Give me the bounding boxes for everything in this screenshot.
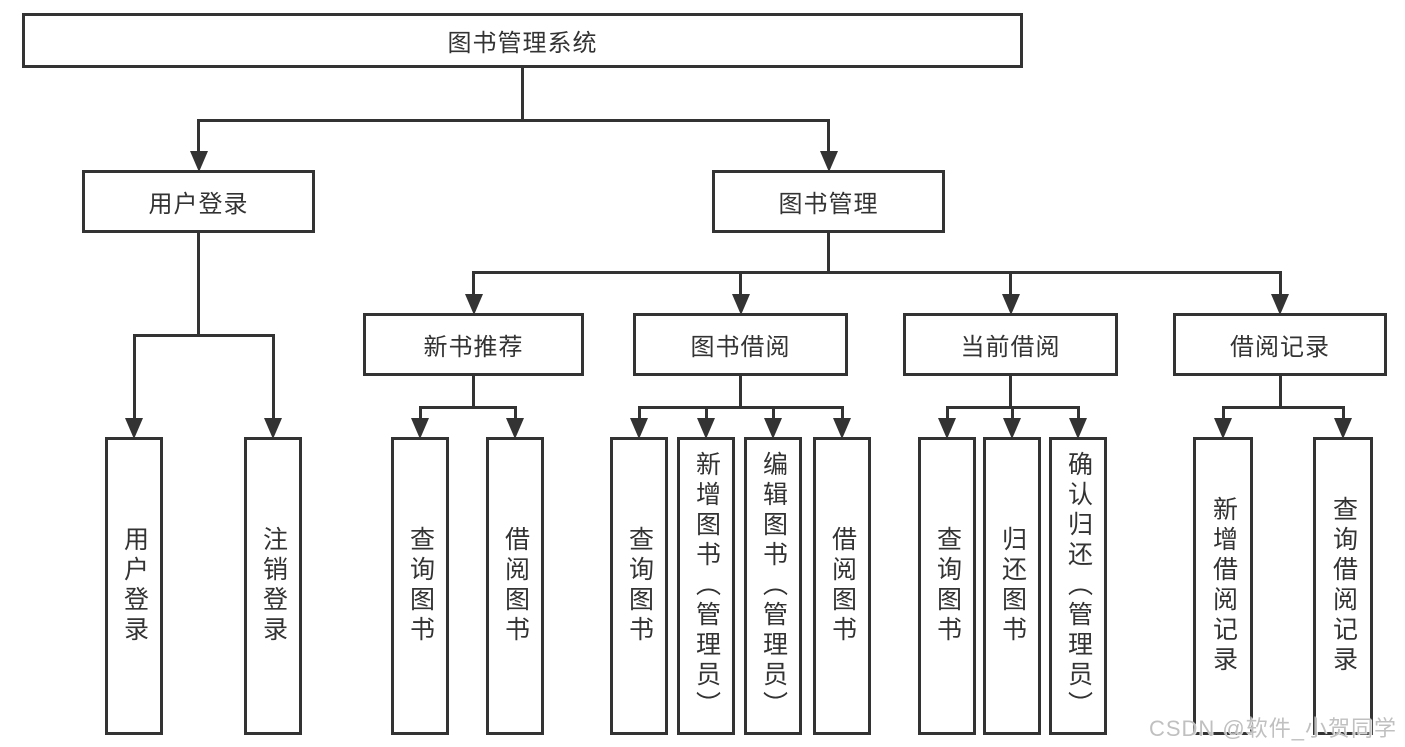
node-box-nb-borrow-books: 借阅图书 — [486, 437, 544, 735]
arrowhead-down-icon — [938, 418, 956, 439]
node-box-br-query-record: 查询借阅记录 — [1313, 437, 1373, 735]
node-label-book-management-group: 图书管理 — [778, 191, 879, 218]
connector-line — [1278, 272, 1282, 295]
node-label-current-borrow: 当前借阅 — [960, 334, 1061, 361]
node-label-system-root: 图书管理系统 — [447, 30, 598, 57]
node-box-bb-edit-books-admin: 编辑图书（管理员） — [744, 437, 802, 735]
connector-line — [1010, 407, 1014, 419]
connector-line — [472, 376, 475, 407]
connector-line — [1221, 407, 1225, 419]
connector-line — [472, 270, 1282, 274]
node-box-borrow-records: 借阅记录 — [1173, 313, 1387, 376]
arrowhead-down-icon — [1271, 294, 1289, 315]
connector-line — [945, 407, 949, 419]
node-box-bb-borrow-books: 借阅图书 — [813, 437, 871, 735]
connector-line — [132, 335, 136, 419]
connector-line — [1076, 407, 1080, 419]
connector-line — [197, 233, 200, 335]
connector-line — [197, 120, 200, 152]
arrowhead-down-icon — [1214, 418, 1232, 439]
connector-line — [704, 407, 708, 419]
connector-line — [1341, 407, 1345, 419]
node-box-cb-return-books: 归还图书 — [983, 437, 1041, 735]
connector-line — [132, 333, 275, 337]
arrowhead-down-icon — [819, 151, 838, 172]
node-box-logout-leaf: 注销登录 — [244, 437, 302, 735]
node-box-current-borrow: 当前借阅 — [903, 313, 1118, 376]
connector-line — [771, 407, 775, 419]
connector-line — [840, 407, 844, 419]
connector-line — [827, 233, 830, 272]
node-label-bb-query-books: 查询图书 — [625, 526, 654, 646]
node-label-user-login-leaf: 用户登录 — [120, 526, 149, 646]
arrowhead-down-icon — [264, 418, 282, 439]
node-label-nb-borrow-books: 借阅图书 — [501, 526, 530, 646]
arrowhead-down-icon — [1069, 418, 1087, 439]
node-box-br-add-record: 新增借阅记录 — [1193, 437, 1253, 735]
connector-line — [472, 272, 475, 295]
arrowhead-down-icon — [833, 418, 851, 439]
arrowhead-down-icon — [630, 418, 648, 439]
node-box-system-root: 图书管理系统 — [22, 13, 1023, 68]
node-label-bb-borrow-books: 借阅图书 — [828, 526, 857, 646]
node-box-cb-confirm-return-admin: 确认归还（管理员） — [1049, 437, 1107, 735]
connector-line — [827, 120, 830, 152]
node-box-book-management-group: 图书管理 — [712, 170, 945, 233]
connector-line — [521, 68, 524, 120]
node-box-cb-query-books: 查询图书 — [918, 437, 976, 735]
arrowhead-down-icon — [189, 151, 208, 172]
connector-line — [1009, 272, 1012, 295]
connector-line — [513, 407, 517, 419]
arrowhead-down-icon — [1001, 294, 1020, 315]
connector-line — [418, 407, 422, 419]
node-box-new-book-recommend: 新书推荐 — [363, 313, 584, 376]
arrowhead-down-icon — [697, 418, 715, 439]
connector-line — [637, 405, 844, 409]
arrowhead-down-icon — [411, 418, 429, 439]
connector-line — [739, 376, 742, 407]
node-box-bb-add-books-admin: 新增图书（管理员） — [677, 437, 735, 735]
arrowhead-down-icon — [1003, 418, 1021, 439]
arrowhead-down-icon — [506, 418, 524, 439]
arrowhead-down-icon — [731, 294, 750, 315]
node-box-user-login-leaf: 用户登录 — [105, 437, 163, 735]
node-label-cb-confirm-return-admin: 确认归还（管理员） — [1064, 451, 1093, 721]
node-label-book-borrow: 图书借阅 — [690, 334, 791, 361]
node-label-borrow-records: 借阅记录 — [1230, 334, 1330, 361]
connector-line — [418, 405, 517, 409]
node-box-book-borrow: 图书借阅 — [633, 313, 848, 376]
arrowhead-down-icon — [125, 418, 143, 439]
csdn-watermark: CSDN @软件_小贺同学 — [1148, 716, 1397, 741]
arrowhead-down-icon — [1334, 418, 1352, 439]
connector-line — [739, 272, 742, 295]
node-label-bb-edit-books-admin: 编辑图书（管理员） — [759, 451, 788, 721]
node-label-cb-query-books: 查询图书 — [933, 526, 962, 646]
node-label-logout-leaf: 注销登录 — [259, 526, 288, 646]
node-label-br-add-record: 新增借阅记录 — [1209, 496, 1238, 676]
connector-line — [197, 118, 830, 122]
node-label-cb-return-books: 归还图书 — [998, 526, 1027, 646]
node-label-new-book-recommend: 新书推荐 — [423, 334, 524, 361]
connector-line — [637, 407, 641, 419]
connector-line — [1221, 405, 1345, 409]
node-box-user-login-group: 用户登录 — [82, 170, 315, 233]
node-label-user-login-group: 用户登录 — [148, 191, 249, 218]
connector-line — [1009, 376, 1012, 407]
arrowhead-down-icon — [764, 418, 782, 439]
connector-line — [271, 335, 275, 419]
node-label-nb-query-books: 查询图书 — [406, 526, 435, 646]
connector-line — [1278, 376, 1282, 407]
node-box-nb-query-books: 查询图书 — [391, 437, 449, 735]
node-label-br-query-record: 查询借阅记录 — [1329, 496, 1358, 676]
arrowhead-down-icon — [464, 294, 483, 315]
node-label-bb-add-books-admin: 新增图书（管理员） — [692, 451, 721, 721]
node-box-bb-query-books: 查询图书 — [610, 437, 668, 735]
